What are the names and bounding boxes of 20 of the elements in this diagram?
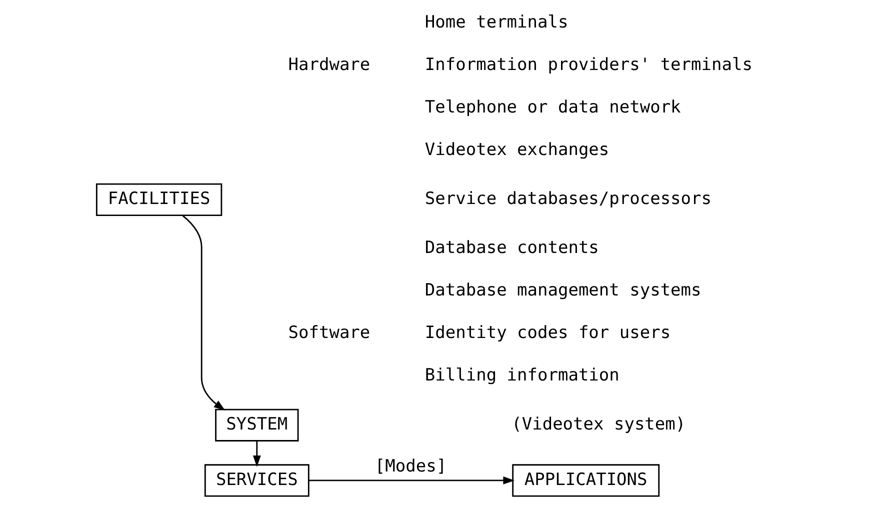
node-box: SYSTEM <box>215 408 299 442</box>
node-box: FACILITIES <box>96 183 222 216</box>
label: Information providers' terminals <box>424 55 752 76</box>
label: Videotex exchanges <box>424 140 610 160</box>
label: Identity codes for users <box>424 323 671 344</box>
arrow <box>252 440 261 467</box>
label: Hardware <box>288 55 370 76</box>
label: Billing information <box>424 366 620 386</box>
label: Software <box>288 323 370 344</box>
arrow <box>182 215 226 411</box>
label: Database contents <box>424 238 599 258</box>
arrow <box>308 476 515 484</box>
label: Database management systems <box>424 280 702 301</box>
label: (Videotex system) <box>512 414 686 435</box>
label: Service databases/processors <box>424 189 712 210</box>
label: Home terminals <box>424 12 568 33</box>
node-box: SERVICES <box>204 464 310 497</box>
label: Telephone or data network <box>424 98 681 118</box>
edge-label: [Modes] <box>374 456 447 476</box>
node-box: APPLICATIONS <box>512 464 660 497</box>
